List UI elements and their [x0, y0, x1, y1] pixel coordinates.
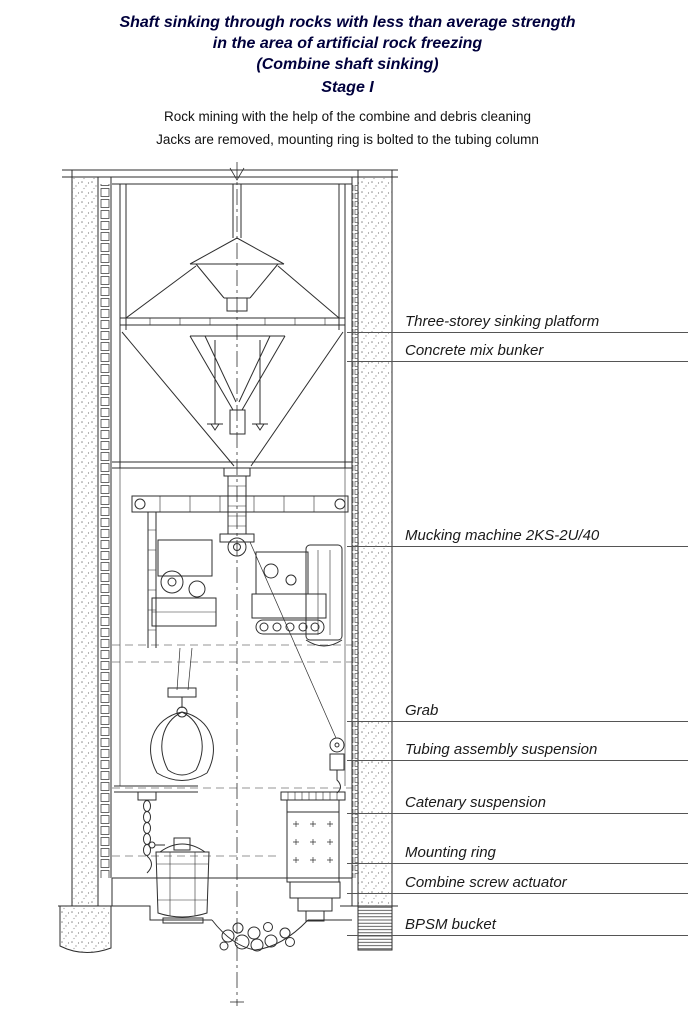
- catenary-suspension-drawing: [114, 785, 198, 874]
- title-line-1: Shaft sinking through rocks with less th…: [119, 14, 576, 31]
- concrete-mix-bunker-drawing: [189, 335, 286, 435]
- subtitle: Rock mining with the help of the combine…: [0, 105, 695, 151]
- tubing-assembly-suspension-drawing: [329, 737, 345, 794]
- heading: Shaft sinking through rocks with less th…: [0, 12, 695, 151]
- title-line-2: in the area of artificial rock freezing: [212, 35, 483, 52]
- bpsm-bucket-drawing: [148, 837, 210, 924]
- shaft-bottom-drawing: [111, 877, 353, 952]
- shaft-wall-left: [58, 170, 112, 953]
- mucking-machine-drawing: [131, 467, 349, 739]
- shaft-wall-right: [351, 170, 398, 951]
- combine-screw-actuator-drawing: [289, 881, 352, 922]
- subtitle-line-1: Rock mining with the help of the combine…: [164, 109, 531, 124]
- mounting-ring-drawing: [280, 791, 346, 883]
- level-lines: [112, 644, 352, 857]
- centerline: [229, 162, 245, 1006]
- subtitle-line-2: Jacks are removed, mounting ring is bolt…: [156, 132, 539, 147]
- title-stage: Stage I: [321, 79, 374, 96]
- grab-drawing: [150, 687, 214, 781]
- sinking-platform-drawing: [112, 184, 352, 786]
- shaft-collar: [62, 169, 398, 185]
- title-line-3: (Combine shaft sinking): [256, 56, 439, 73]
